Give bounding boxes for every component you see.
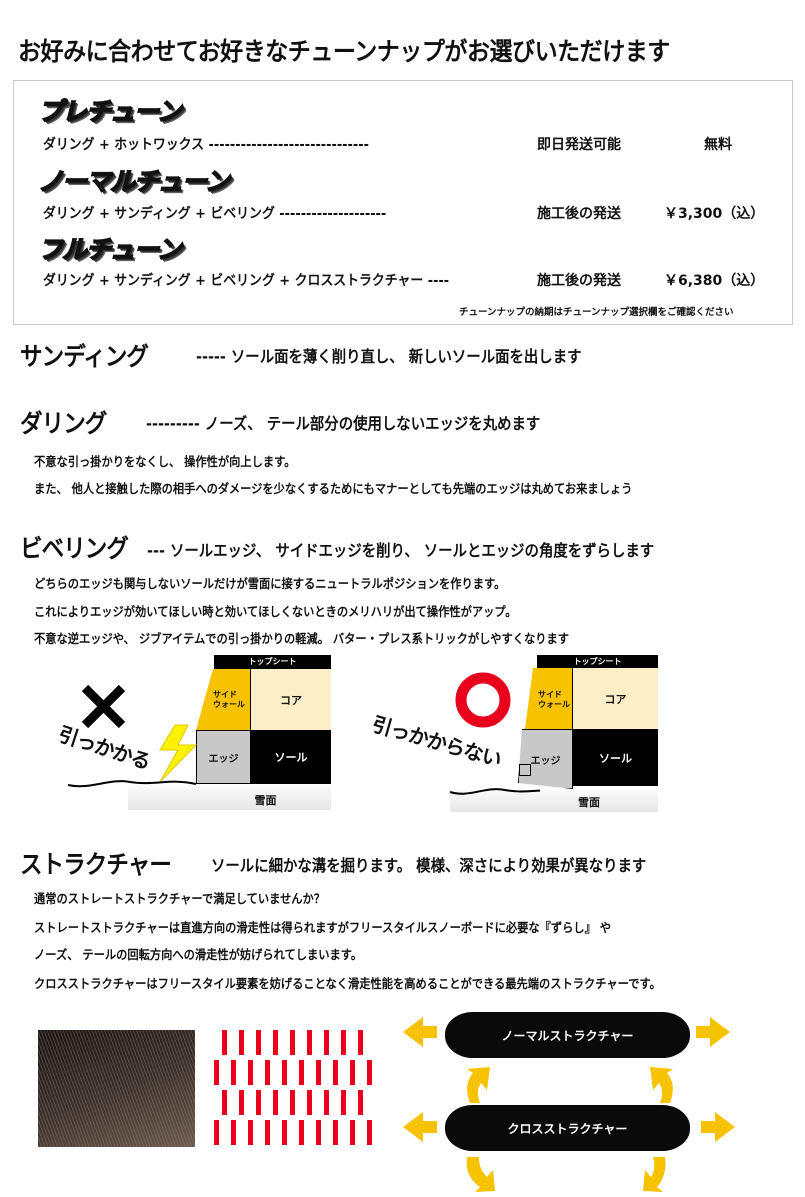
plan-dashes: ------------------------------ (208, 137, 369, 153)
sole-structure-photo (38, 1030, 195, 1147)
snow-surface (450, 790, 658, 812)
plan-items-full-tune: ダリング + サンディング + ビベリング + クロスストラクチャー ---- (43, 270, 449, 290)
section-desc-darling: --------- ノーズ、 テール部分の使用しないエッジを丸めます (146, 414, 541, 433)
plan-shipping-full-tune: 施工後の発送 (537, 273, 621, 289)
structure-line-2: ストレートストラクチャーは直進方向の滑走性は得られますがフリースタイルスノーボー… (34, 920, 611, 935)
arrow-left-icon (403, 1112, 437, 1142)
topsheet-layer: トップシート (214, 655, 331, 669)
plan-shipping-pre-tune: 即日発送可能 (537, 137, 621, 153)
arrow-right-icon (696, 1017, 730, 1047)
snow-surface (128, 786, 331, 810)
core-layer: コア (573, 668, 658, 729)
plan-dashes: ---- (427, 273, 450, 289)
board-normal-structure: ノーマルストラクチャー (445, 1012, 690, 1058)
tuneup-plans-box (13, 80, 793, 325)
section-title-sanding: サンディング (20, 342, 149, 371)
section-title-darling: ダリング (20, 409, 107, 438)
page-title: お好みに合わせてお好きなチューンナップがお選びいただけます (18, 37, 670, 66)
board-cross-structure: クロスストラクチャー (445, 1105, 690, 1151)
beveling-line-3: 不意な逆エッジや、 ジブアイテムでの引っ掛かりの軽減。 バター・プレス系トリック… (34, 631, 570, 646)
plan-items-pre-tune: ダリング + ホットワックス -------------------------… (43, 134, 369, 154)
snow-label: 雪面 (578, 796, 600, 809)
darling-line-1: 不意な引っ掛かりをなくし、 操作性が向上します。 (34, 454, 296, 469)
snow-label: 雪面 (254, 794, 277, 807)
sidewall-label: サイドウォール (213, 690, 245, 709)
section-title-beveling: ビベリング (20, 534, 129, 563)
darling-line-2: また、 他人と接触した際の相手へのダメージを少なくするためにもマナーとしても先端… (34, 481, 633, 496)
plan-shipping-normal-tune: 施工後の発送 (537, 206, 621, 222)
arrow-left-icon (403, 1017, 437, 1047)
section-desc-beveling: --- ソールエッジ、 サイドエッジを削り、 ソールとエッジの角度をずらします (147, 541, 655, 560)
snow-line (449, 788, 540, 795)
cross-icon (81, 684, 126, 729)
core-layer: コア (251, 669, 331, 730)
plan-price-full-tune: ￥6,380（込） (664, 273, 765, 289)
plan-name-normal-tune: ノーマルチューン (37, 166, 230, 197)
plan-price-normal-tune: ￥3,300（込） (664, 206, 765, 222)
edge-layer: エッジ (196, 730, 251, 784)
sidewall-label: サイドウォール (538, 690, 570, 709)
delivery-note: チューンナップの納期はチューンナップ選択欄をご確認ください (459, 307, 734, 318)
spark-icon (159, 724, 198, 783)
plan-items-text: ダリング + サンディング + ビベリング + クロスストラクチャー (43, 273, 424, 289)
structure-line-1: 通常のストレートストラクチャーで満足していませんか？ (34, 891, 326, 906)
structure-direction-arrows (403, 1017, 735, 1192)
section-title-structure: ストラクチャー (20, 850, 172, 879)
plan-dashes: -------------------- (279, 206, 387, 222)
arrow-right-icon (701, 1112, 735, 1142)
arrow-curve-up-icon (467, 1067, 490, 1103)
plan-name-pre-tune: プレチューン (37, 96, 182, 127)
catch-illustration (67, 684, 198, 788)
plan-name-full-tune: フルチューン (37, 234, 182, 265)
section-desc-sanding: ----- ソール面を薄く削り直し、 新しいソール面を出します (196, 347, 582, 366)
arrow-curve-down-icon (466, 1157, 495, 1192)
plan-items-text: ダリング + ホットワックス (43, 137, 205, 153)
section-desc-structure: ソールに細かな溝を掘ります。 模様、深さにより効果が異なります (211, 856, 647, 875)
beveling-line-2: これによりエッジが効いてほしい時と効いてほしくないときのメリハリが出て操作性がア… (34, 604, 517, 619)
structure-line-3: ノーズ、 テールの回転方向への滑走性が妨げられてしまいます。 (34, 947, 363, 962)
arrow-curve-down-icon (643, 1157, 666, 1192)
snow-line (67, 780, 197, 788)
sole-layer: ソール (251, 730, 331, 784)
sole-layer: ソール (573, 729, 658, 786)
cross-structure-pattern (214, 1030, 372, 1145)
plan-price-pre-tune: 無料 (704, 137, 732, 153)
plan-items-normal-tune: ダリング + サンディング + ビベリング ------------------… (43, 203, 386, 223)
ok-illustration (449, 672, 540, 795)
bevel-angle-marker (519, 764, 531, 776)
arrow-curve-up-icon (650, 1067, 673, 1103)
circle-ok-icon (455, 672, 511, 728)
structure-line-4: クロスストラクチャーはフリースタイル要素を妨げることなく滑走性能を高めることがで… (34, 976, 661, 991)
topsheet-layer: トップシート (537, 655, 658, 668)
sidewall-layer (525, 668, 573, 729)
plan-items-text: ダリング + サンディング + ビベリング (43, 206, 275, 222)
beveling-line-1: どちらのエッジも関与しないソールだけが雪面に接するニュートラルポジションを作りま… (34, 576, 506, 591)
